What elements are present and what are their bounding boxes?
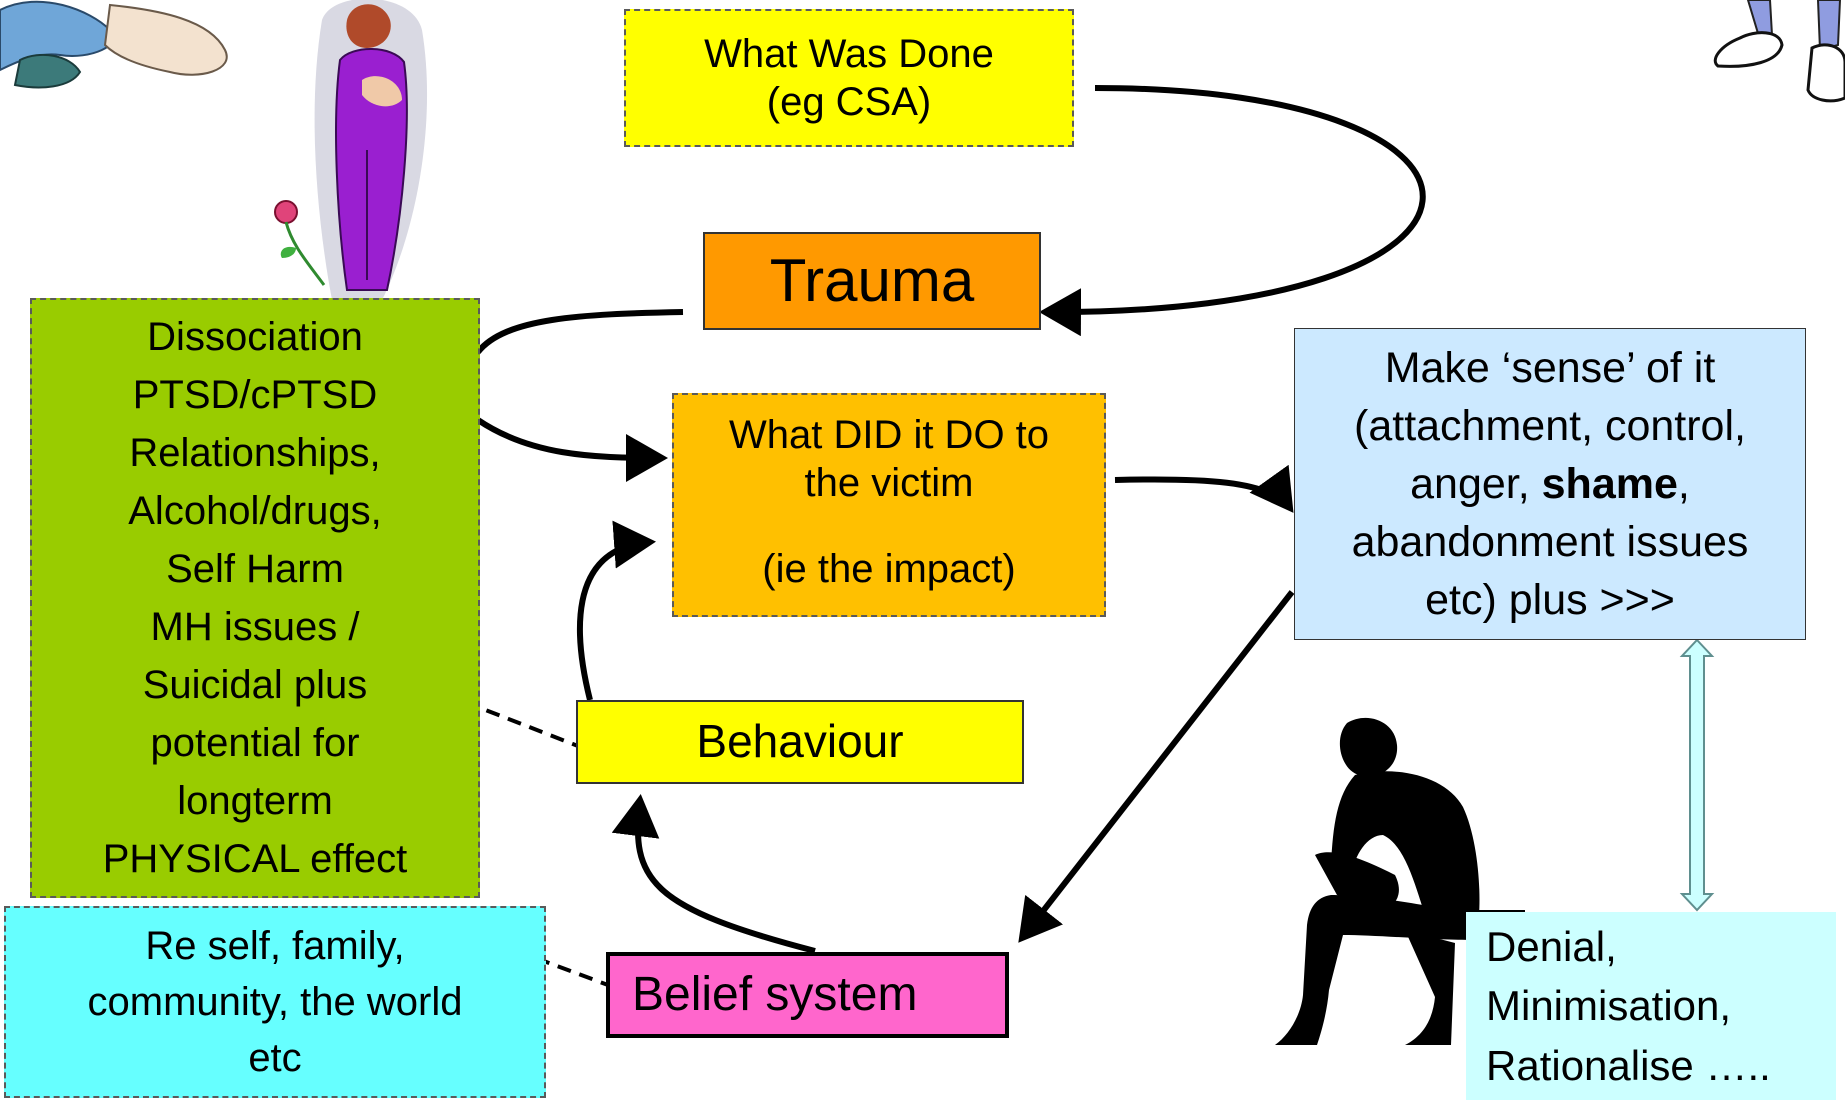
make-sense-line5: etc) plus >>> — [1425, 576, 1675, 625]
what-was-done-box: What Was Done (eg CSA) — [624, 9, 1074, 147]
re-self-box: Re self, family, community, the world et… — [4, 906, 546, 1098]
running-feet-clipart-icon — [1713, 0, 1845, 103]
make-sense-line2: (attachment, control, — [1354, 401, 1746, 450]
dashed-link-effects-behaviour — [464, 700, 579, 748]
effects-line: potential for — [150, 721, 360, 765]
belief-system-label: Belief system — [632, 968, 918, 1022]
effects-line: Alcohol/drugs, — [128, 489, 382, 533]
arrow-trauma-to-effects — [475, 309, 684, 354]
effects-line: Relationships, — [129, 431, 381, 475]
impact-box: What DID it DO to the victim (ie the imp… — [672, 393, 1106, 617]
trauma-box: Trauma — [703, 232, 1041, 330]
make-sense-line3-pre: anger, — [1410, 459, 1542, 508]
denial-box: Denial, Minimisation, Rationalise ….. — [1466, 912, 1836, 1100]
denial-line2: Minimisation, — [1486, 982, 1732, 1030]
trauma-label: Trauma — [769, 247, 975, 314]
arrow-effects-to-impact — [476, 417, 668, 482]
re-self-line1: Re self, family, — [145, 924, 405, 968]
shame-emphasis: shame — [1541, 459, 1678, 508]
make-sense-line4: abandonment issues — [1351, 518, 1749, 567]
double-arrow-sense-denial — [1679, 638, 1715, 912]
effects-line: MH issues / — [150, 605, 360, 649]
sitting-man-silhouette-icon — [1275, 717, 1525, 1045]
arrow-sense-to-belief — [1018, 590, 1295, 943]
effects-line: Dissociation — [147, 315, 363, 359]
effects-line: PTSD/cPTSD — [132, 373, 378, 417]
arrow-done-to-trauma — [1039, 85, 1426, 337]
effects-line: Self Harm — [166, 547, 344, 591]
make-sense-line1: Make ‘sense’ of it — [1384, 343, 1716, 392]
woman-with-rose-clipart-icon — [274, 0, 428, 300]
belief-system-box: Belief system — [606, 952, 1009, 1038]
effects-box: Dissociation PTSD/cPTSD Relationships, A… — [30, 298, 480, 898]
what-was-done-line1: What Was Done — [704, 32, 994, 76]
re-self-line3: etc — [248, 1036, 302, 1080]
what-was-done-line2: (eg CSA) — [766, 80, 932, 124]
denial-line1: Denial, — [1486, 922, 1617, 970]
denial-line3: Rationalise ….. — [1486, 1041, 1771, 1089]
curled-person-clipart-icon — [0, 0, 228, 89]
re-self-line2: community, the world — [87, 980, 463, 1024]
make-sense-line3: anger, shame, — [1410, 455, 1690, 513]
effects-line: longterm — [177, 779, 333, 823]
make-sense-line3-post: , — [1677, 459, 1690, 508]
effects-line: Suicidal plus — [142, 663, 368, 707]
behaviour-box: Behaviour — [576, 700, 1024, 784]
impact-line3: (ie the impact) — [762, 547, 1016, 591]
make-sense-box: Make ‘sense’ of it (attachment, control,… — [1294, 328, 1806, 640]
effects-line: PHYSICAL effect — [102, 837, 408, 881]
impact-line1: What DID it DO to — [728, 413, 1050, 457]
impact-line2: the victim — [804, 461, 974, 505]
arrow-belief-to-behaviour — [611, 794, 816, 954]
behaviour-label: Behaviour — [696, 715, 904, 768]
arrow-impact-to-sense — [1114, 464, 1294, 513]
arrow-behaviour-to-impact — [576, 520, 656, 701]
